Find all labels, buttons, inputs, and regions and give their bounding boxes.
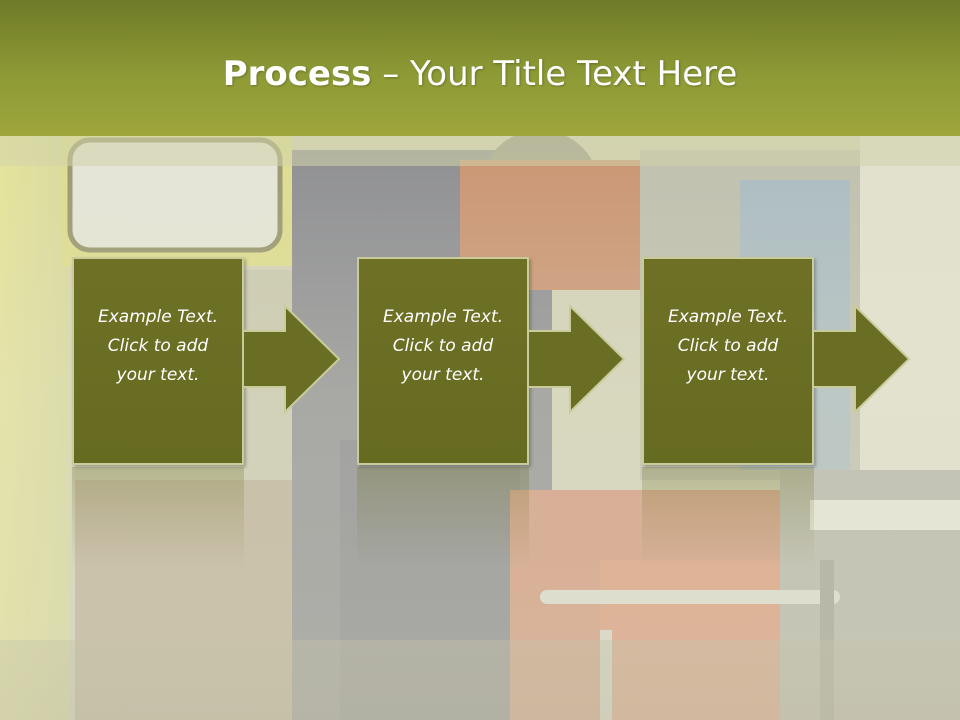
step-3-box[interactable]: Example Text. Click to add your text.	[642, 257, 814, 465]
right-arrow-icon	[527, 303, 626, 415]
title-shadow-band	[0, 136, 960, 166]
step-1-text: Example Text. Click to add your text.	[97, 306, 219, 385]
step-2-box[interactable]: Example Text. Click to add your text.	[357, 257, 529, 465]
right-arrow-icon	[812, 303, 911, 415]
step-3-text: Example Text. Click to add your text.	[667, 306, 789, 385]
step-1-reflection	[72, 467, 244, 567]
right-arrow-icon	[242, 303, 341, 415]
step-1-box[interactable]: Example Text. Click to add your text.	[72, 257, 244, 465]
step-3-reflection	[642, 467, 814, 567]
step-2-text: Example Text. Click to add your text.	[382, 306, 504, 385]
title-bar	[0, 0, 960, 136]
step-2-reflection	[357, 467, 529, 567]
slide-title[interactable]: Process – Your Title Text Here	[0, 52, 960, 96]
slide-title-rest: – Your Title Text Here	[371, 54, 738, 94]
slide-title-bold: Process	[222, 54, 372, 94]
